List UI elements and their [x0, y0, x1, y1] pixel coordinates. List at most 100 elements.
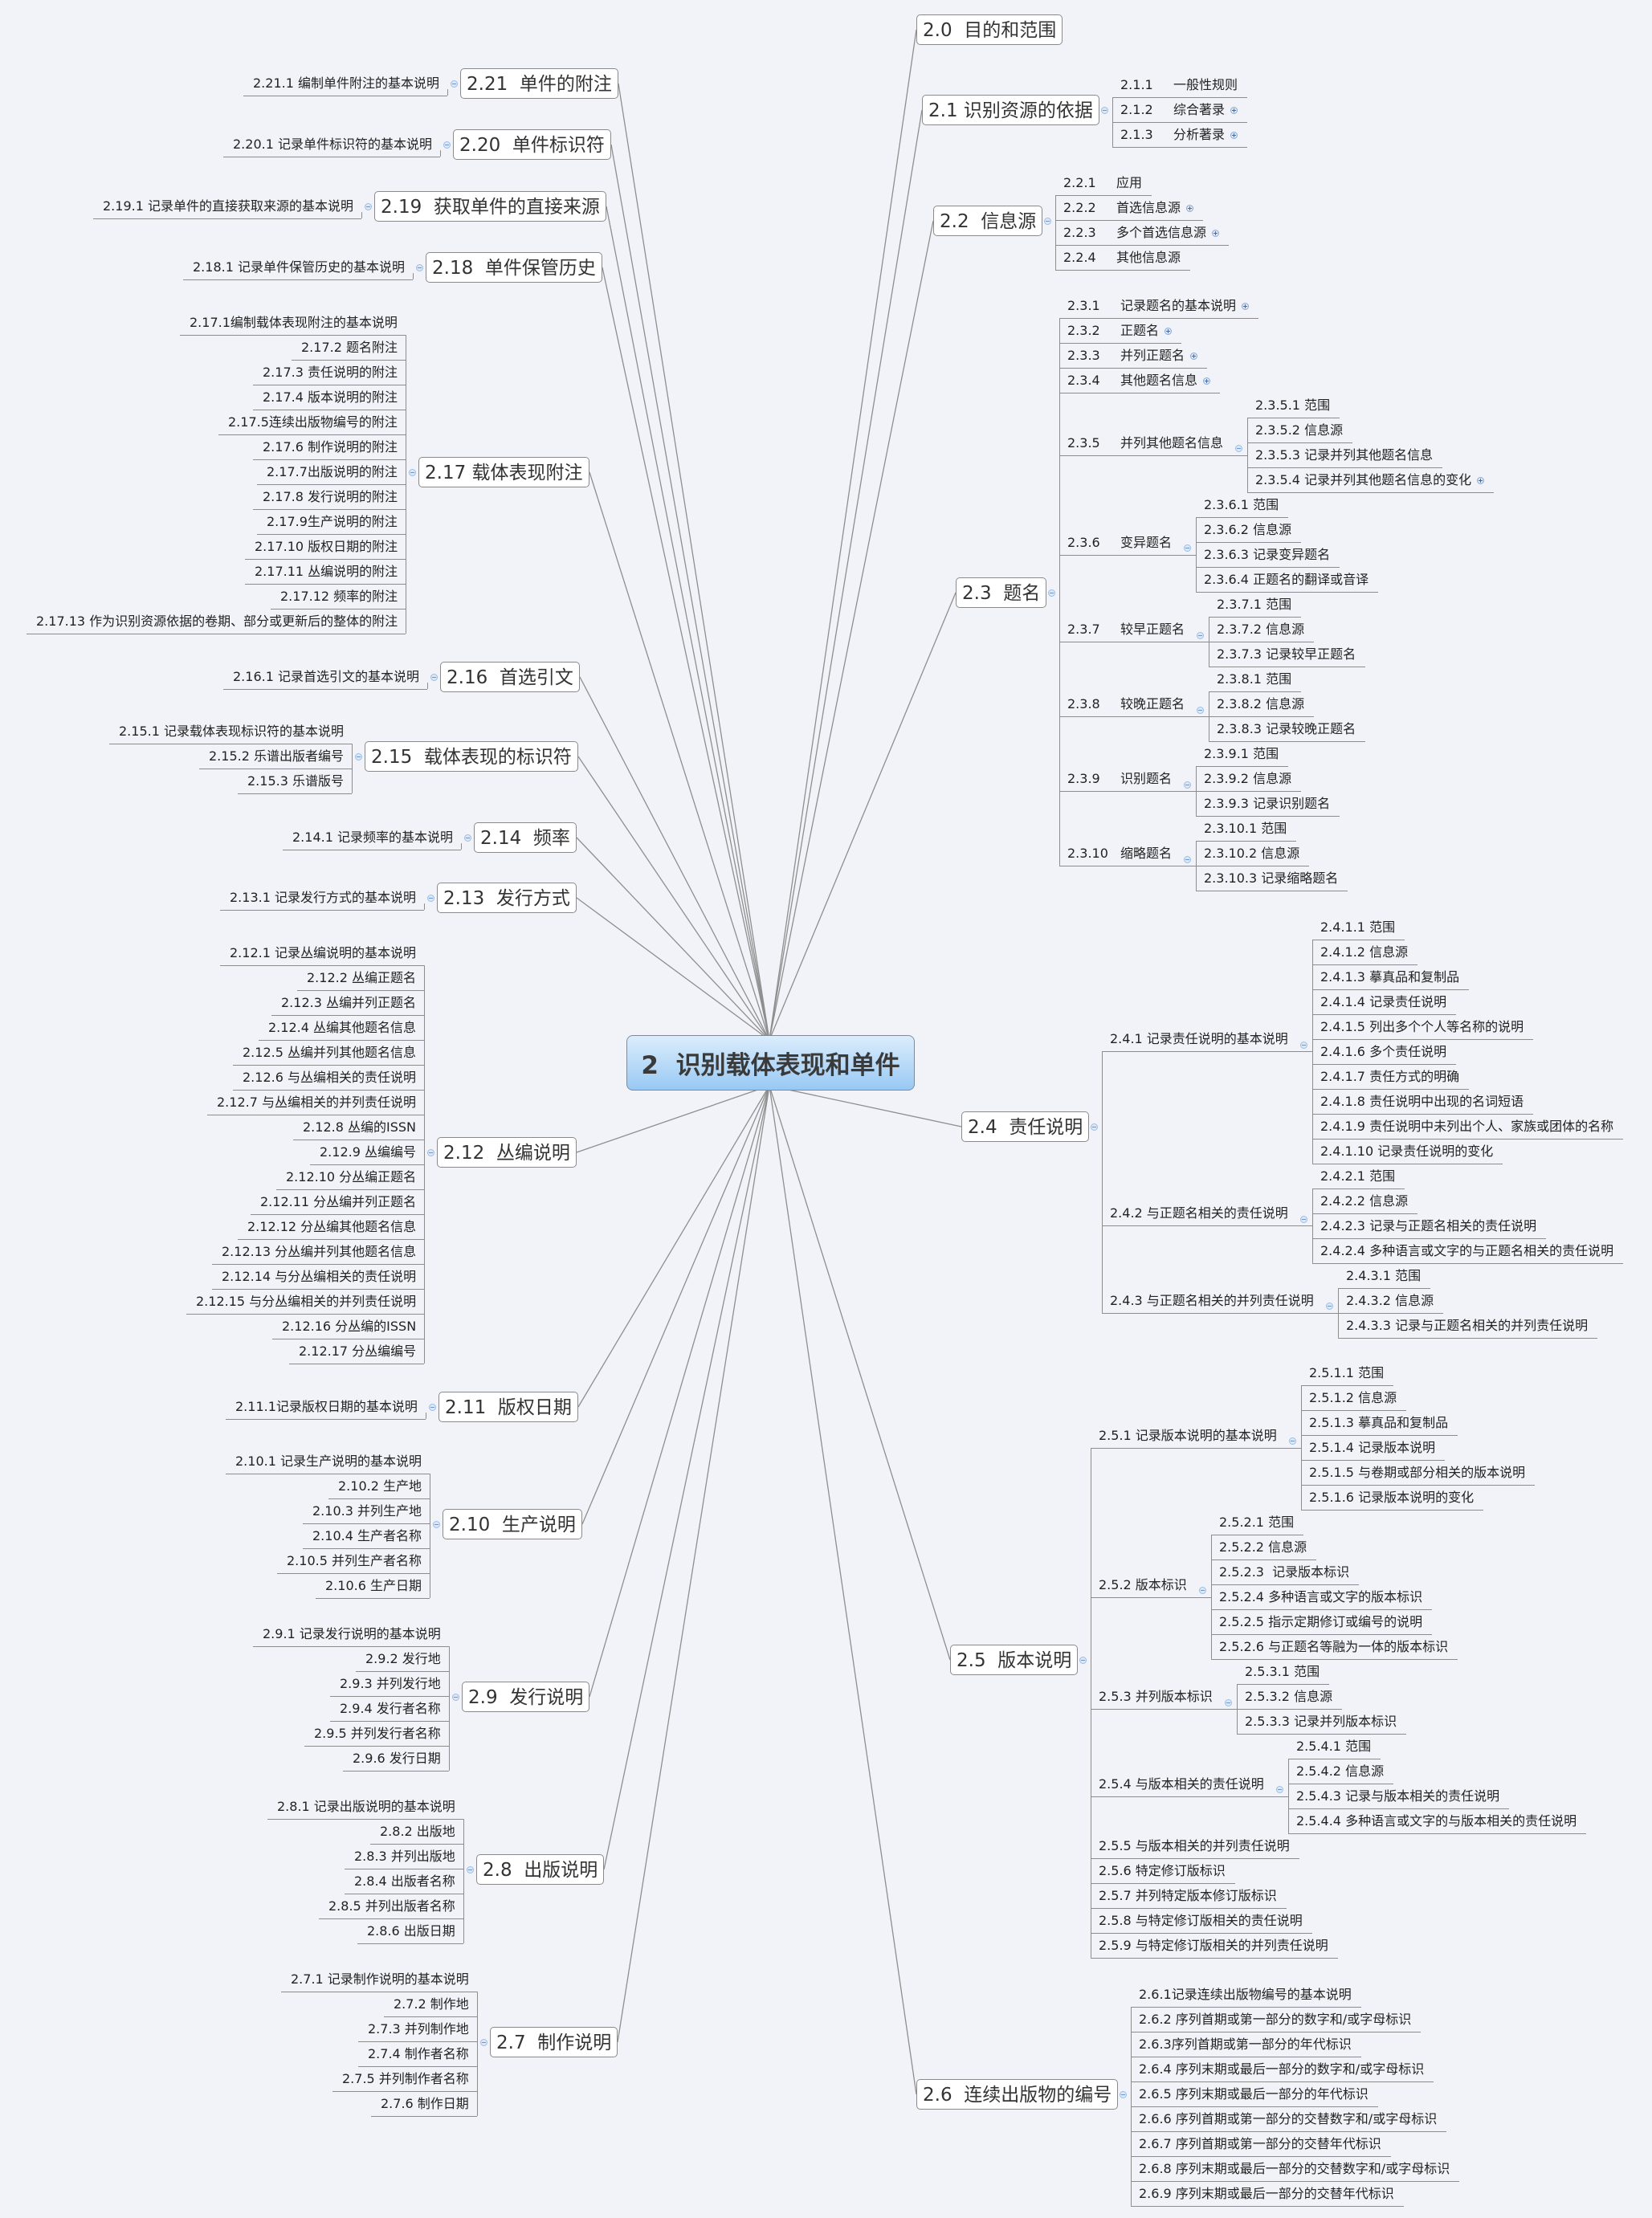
topic-node[interactable]: 2.3.5.2 信息源	[1247, 418, 1353, 443]
topic-node[interactable]: 2.17.10 版权日期的附注	[245, 535, 406, 560]
topic-node[interactable]: 2.9.4 发行者名称	[330, 1697, 449, 1722]
collapse-icon[interactable]	[427, 1148, 434, 1156]
topic-node[interactable]: 2.12.13 分丛编并列其他题名信息	[212, 1240, 425, 1265]
topic-node[interactable]: 2.10.6 生产日期	[316, 1574, 430, 1599]
topic-node[interactable]: 2.12.8 丛编的ISSN	[293, 1115, 424, 1140]
topic-node[interactable]: 2.10.3 并列生产地	[303, 1499, 430, 1524]
topic-node[interactable]: 2.6.4 序列末期或最后一部分的数字和/或字母标识	[1131, 2057, 1434, 2082]
topic-node[interactable]: 2.7.2 制作地	[384, 1992, 477, 2017]
topic-node[interactable]: 2.14.1 记录频率的基本说明	[283, 826, 461, 850]
topic-node[interactable]: 2.7.1 记录制作说明的基本说明	[281, 1967, 477, 1992]
collapse-icon[interactable]	[1199, 1587, 1206, 1594]
topic-node[interactable]: 2.3.9.1 范围	[1196, 742, 1289, 767]
topic-node[interactable]: 2.19.1 记录单件的直接获取来源的基本说明	[93, 194, 361, 219]
collapse-icon[interactable]	[1235, 445, 1242, 452]
collapse-icon[interactable]	[1276, 1786, 1283, 1793]
topic-node[interactable]: 2.12.14 与分丛编相关的责任说明	[212, 1265, 425, 1290]
topic-node[interactable]: 2.12.12 分丛编其他题名信息	[238, 1215, 425, 1240]
topic-node[interactable]: 2.3.10.2 信息源	[1196, 842, 1310, 866]
topic-node[interactable]: 2.10.1 记录生产说明的基本说明	[226, 1449, 430, 1474]
main-topic[interactable]: 2.9 发行说明	[462, 1682, 590, 1712]
topic-node[interactable]: 2.5.7 并列特定版本修订版标识	[1091, 1884, 1287, 1909]
topic-node[interactable]: 2.3.8.2 信息源	[1209, 692, 1315, 717]
topic-node[interactable]: 2.6.5 序列末期或最后一部分的年代标识	[1131, 2082, 1378, 2107]
expand-icon[interactable]	[1165, 328, 1173, 335]
topic-node[interactable]: 2.5.9 与特定修订版相关的并列责任说明	[1091, 1934, 1338, 1959]
topic-node[interactable]: 2.4.1.8 责任说明中出现的名词短语	[1312, 1090, 1534, 1115]
collapse-icon[interactable]	[1184, 781, 1191, 789]
topic-node[interactable]: 2.5.1.5 与卷期或部分相关的版本说明	[1301, 1461, 1536, 1486]
topic-node[interactable]: 2.17.4 版本说明的附注	[253, 385, 406, 410]
topic-node[interactable]: 2.17.11 丛编说明的附注	[245, 560, 406, 585]
topic-node[interactable]: 2.4.3.3 记录与正题名相关的并列责任说明	[1338, 1314, 1598, 1339]
topic-node[interactable]: 2.12.17 分丛编编号	[289, 1339, 425, 1364]
topic-node[interactable]: 2.17.12 频率的附注	[271, 585, 406, 610]
collapse-icon[interactable]	[416, 263, 423, 271]
topic-node[interactable]: 2.20.1 记录单件标识符的基本说明	[223, 133, 440, 157]
topic-node[interactable]: 2.4.2.3 记录与正题名相关的责任说明	[1312, 1214, 1547, 1239]
topic-node[interactable]: 2.17.1编制载体表现附注的基本说明	[180, 311, 406, 336]
topic-node[interactable]: 2.5.2.4 多种语言或文字的版本标识	[1211, 1585, 1433, 1610]
collapse-icon[interactable]	[443, 141, 451, 149]
topic-node[interactable]: 2.4.1.10 记录责任说明的变化	[1312, 1140, 1503, 1164]
topic-node[interactable]: 2.12.9 丛编编号	[310, 1140, 424, 1165]
collapse-icon[interactable]	[1184, 544, 1191, 552]
main-topic[interactable]: 2.13 发行方式	[437, 883, 577, 913]
topic-node[interactable]: 2.8.4 出版者名称	[345, 1869, 463, 1894]
topic-node[interactable]: 2.3.9.3 记录识别题名	[1196, 792, 1340, 817]
topic-node[interactable]: 2.4.1.3 摹真品和复制品	[1312, 965, 1470, 990]
topic-node[interactable]: 2.3.10.1 范围	[1196, 817, 1297, 842]
topic-node[interactable]: 2.5.3 并列版本标识	[1091, 1685, 1222, 1710]
main-topic[interactable]: 2.7 制作说明	[490, 2027, 618, 2057]
topic-node[interactable]: 2.8.3 并列出版地	[345, 1845, 463, 1869]
collapse-icon[interactable]	[1197, 706, 1204, 714]
topic-node[interactable]: 2.15.2 乐谱出版者编号	[199, 744, 352, 769]
topic-node[interactable]: 2.5.4.2 信息源	[1288, 1759, 1394, 1784]
collapse-icon[interactable]	[1300, 1215, 1307, 1223]
topic-node[interactable]: 2.5.3.1 范围	[1237, 1660, 1330, 1685]
topic-node[interactable]: 2.17.6 制作说明的附注	[253, 435, 406, 460]
expand-icon[interactable]	[1230, 106, 1238, 114]
topic-node[interactable]: 2.5.3.2 信息源	[1237, 1685, 1343, 1710]
collapse-icon[interactable]	[1326, 1303, 1333, 1310]
topic-node[interactable]: 2.9.5 并列发行者名称	[304, 1722, 449, 1747]
expand-icon[interactable]	[1203, 377, 1211, 385]
topic-node[interactable]: 2.3.5.1 范围	[1247, 393, 1340, 418]
collapse-icon[interactable]	[1184, 855, 1191, 863]
topic-node[interactable]: 2.5.2.6 与正题名等融为一体的版本标识	[1211, 1635, 1458, 1660]
collapse-icon[interactable]	[452, 1693, 459, 1701]
topic-node[interactable]: 2.4.1.9 责任说明中未列出个人、家族或团体的名称	[1312, 1115, 1624, 1140]
topic-node[interactable]: 2.7.6 制作日期	[371, 2092, 477, 2117]
expand-icon[interactable]	[1190, 353, 1198, 360]
topic-node[interactable]: 2.7.5 并列制作者名称	[332, 2067, 477, 2092]
topic-node[interactable]: 2.4.3.1 范围	[1338, 1264, 1431, 1289]
collapse-icon[interactable]	[355, 752, 362, 760]
topic-node[interactable]: 2.8.6 出版日期	[357, 1919, 463, 1944]
main-topic[interactable]: 2.6 连续出版物的编号	[916, 2079, 1119, 2110]
main-topic[interactable]: 2.0 目的和范围	[916, 14, 1063, 45]
collapse-icon[interactable]	[464, 834, 471, 842]
topic-node[interactable]: 2.12.7 与丛编相关的并列责任说明	[207, 1091, 424, 1115]
topic-node[interactable]: 2.5.2.2 信息源	[1211, 1535, 1317, 1560]
topic-node[interactable]: 2.9.3 并列发行地	[330, 1672, 449, 1697]
topic-node[interactable]: 2.5.2 版本标识	[1091, 1573, 1197, 1598]
expand-icon[interactable]	[1242, 303, 1250, 310]
collapse-icon[interactable]	[433, 1520, 440, 1528]
topic-node[interactable]: 2.17.9生产说明的附注	[257, 510, 406, 535]
topic-node[interactable]: 2.5.5 与版本相关的并列责任说明	[1091, 1834, 1299, 1859]
topic-node[interactable]: 2.8.1 记录出版说明的基本说明	[267, 1795, 463, 1820]
topic-node[interactable]: 2.12.16 分丛编的ISSN	[272, 1315, 425, 1339]
topic-node[interactable]: 2.3.9.2 信息源	[1196, 767, 1302, 792]
topic-node[interactable]: 2.5.1.6 记录版本说明的变化	[1301, 1486, 1484, 1511]
expand-icon[interactable]	[1230, 131, 1238, 139]
